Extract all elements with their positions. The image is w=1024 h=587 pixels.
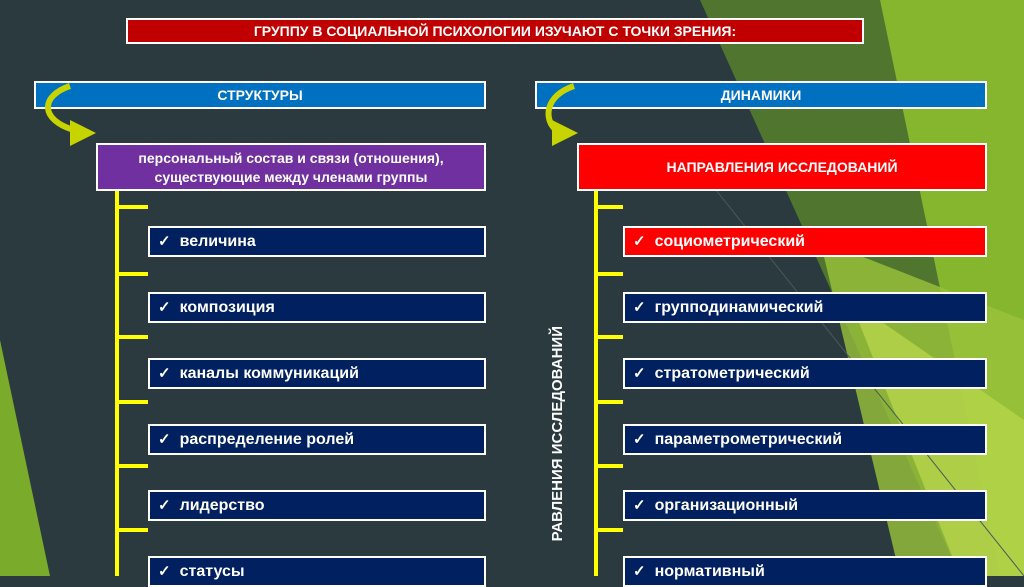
check-icon: ✓ (633, 563, 646, 580)
check-icon: ✓ (158, 299, 171, 316)
check-icon: ✓ (158, 497, 171, 514)
structure-item: ✓ статусы (148, 556, 486, 587)
structure-description-line2: существующие между членами группы (154, 169, 428, 185)
curved-arrow-icon (45, 83, 75, 133)
direction-item-label: организационный (654, 497, 799, 514)
direction-item-label: нормативный (654, 563, 765, 580)
check-icon: ✓ (158, 431, 171, 448)
structure-item-label: статусы (179, 563, 245, 580)
direction-item: ✓ социометрический (623, 226, 987, 257)
direction-item: ✓ нормативный (623, 556, 987, 587)
structure-item: ✓ величина (148, 226, 486, 257)
structure-item: ✓ лидерство (148, 490, 486, 521)
structure-item-label: распределение ролей (179, 431, 355, 448)
research-directions-box: НАПРАВЛЕНИЯ ИССЛЕДОВАНИЙ (577, 143, 987, 191)
structure-description: персональный состав и связи (отношения),… (96, 143, 486, 191)
structure-item-label: величина (179, 233, 256, 250)
check-icon: ✓ (633, 431, 646, 448)
check-icon: ✓ (633, 497, 646, 514)
check-icon: ✓ (633, 233, 646, 250)
arrow-head-icon (552, 120, 578, 146)
check-icon: ✓ (158, 563, 171, 580)
direction-item-label: стратометрический (654, 365, 810, 382)
structure-description-line1: персональный состав и связи (отношения), (138, 150, 444, 166)
check-icon: ✓ (633, 299, 646, 316)
direction-item: ✓ групподинамический (623, 292, 987, 323)
structure-item-label: композиция (179, 299, 275, 316)
check-icon: ✓ (158, 233, 171, 250)
structure-item: ✓ каналы коммуникаций (148, 358, 486, 389)
check-icon: ✓ (158, 365, 171, 382)
direction-item: ✓ стратометрический (623, 358, 987, 389)
structure-item: ✓ распределение ролей (148, 424, 486, 455)
dynamics-header: ДИНАМИКИ (535, 81, 987, 109)
structure-item-label: каналы коммуникаций (179, 365, 359, 382)
direction-item-label: параметрометрический (654, 431, 843, 448)
main-title: ГРУППУ В СОЦИАЛЬНОЙ ПСИХОЛОГИИ ИЗУЧАЮТ С… (126, 18, 864, 44)
arrow-head-icon (70, 120, 96, 146)
direction-item-label: социометрический (654, 233, 806, 250)
check-icon: ✓ (633, 365, 646, 382)
direction-item-label: групподинамический (654, 299, 824, 316)
structure-header: СТРУКТУРЫ (34, 81, 486, 109)
direction-item: ✓ параметрометрический (623, 424, 987, 455)
direction-item: ✓ организационный (623, 490, 987, 521)
structure-item: ✓ композиция (148, 292, 486, 323)
vertical-label: РАВЛЕНИЯ ИССЛЕДОВАНИЙ (549, 326, 566, 542)
structure-item-label: лидерство (179, 497, 265, 514)
